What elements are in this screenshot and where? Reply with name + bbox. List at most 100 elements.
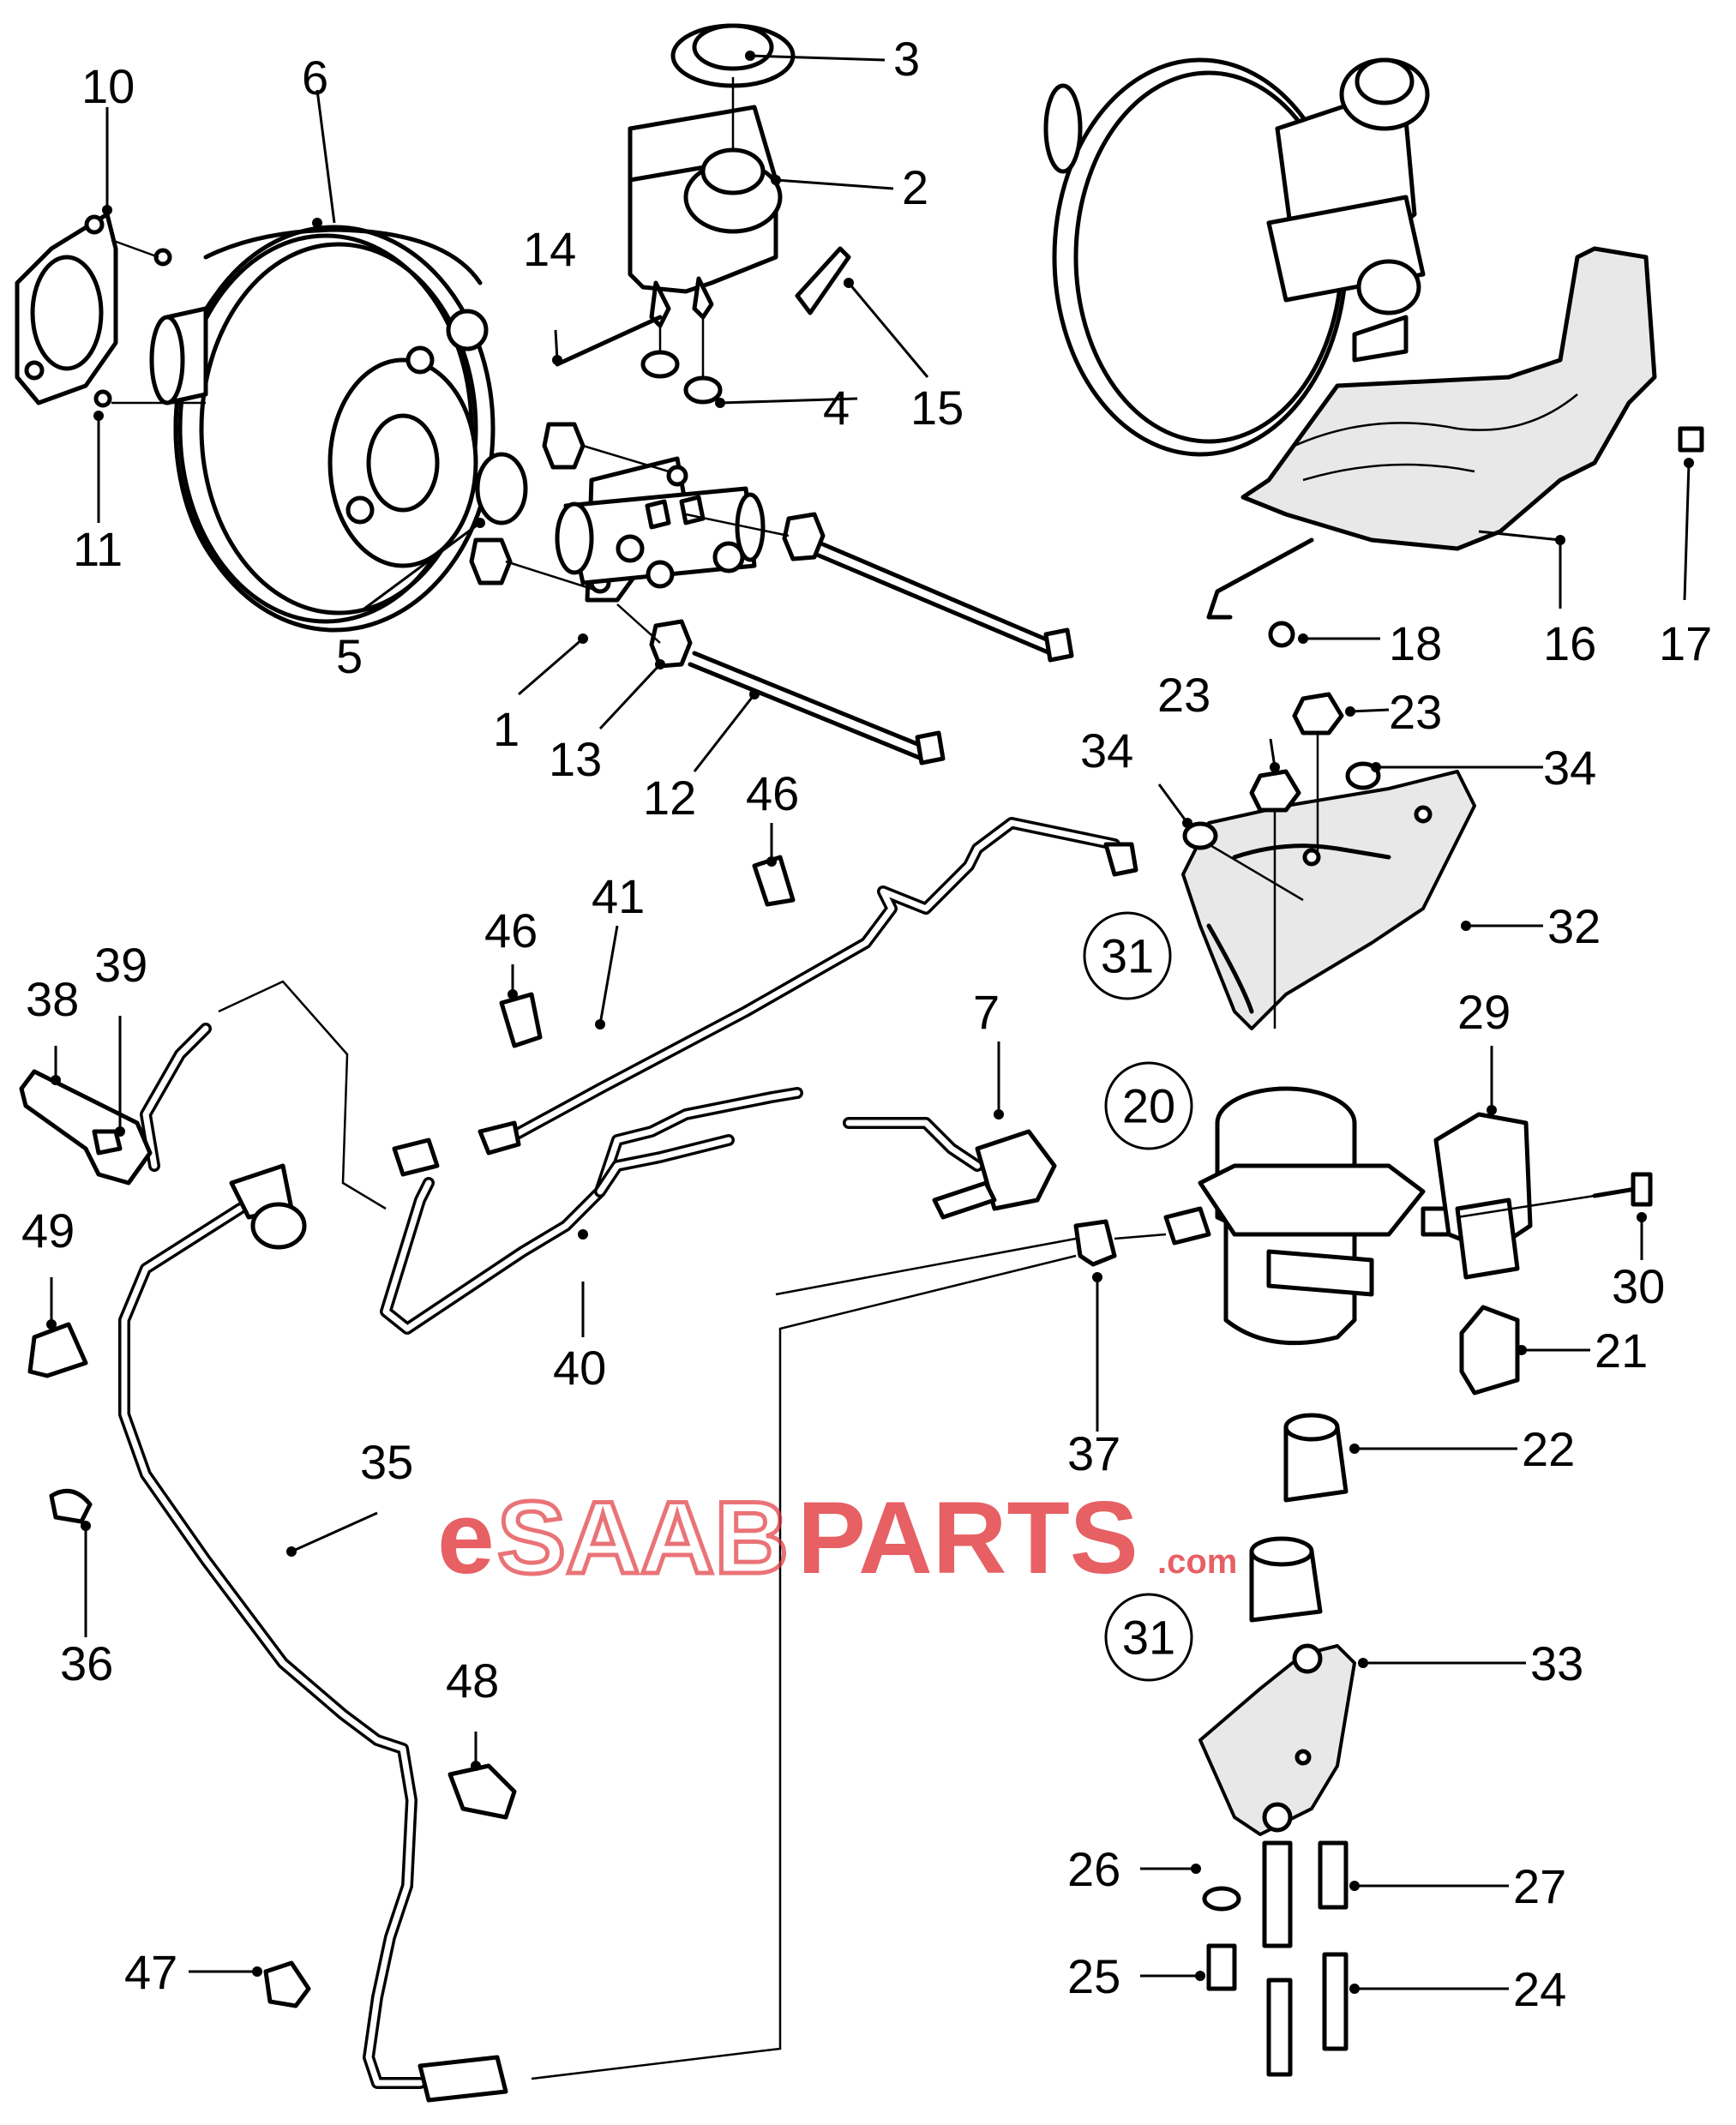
spacer-27	[1318, 1840, 1349, 1910]
watermark-e: e	[437, 1480, 495, 1595]
watermark-com: .com	[1157, 1543, 1237, 1581]
watermark: e SAAB PARTS .com	[437, 1479, 1237, 1598]
check-valve-hose	[843, 1117, 1057, 1220]
grommet-37	[1073, 1219, 1117, 1267]
nut-23b	[1249, 769, 1301, 813]
leader-lines	[46, 51, 1694, 1994]
callout-12: 12	[643, 771, 696, 825]
washer-11b	[93, 389, 112, 408]
callout-24: 24	[1513, 1962, 1566, 2016]
callout-40: 40	[553, 1341, 606, 1395]
nut-23a	[1292, 692, 1344, 735]
rubber-mount-upper	[1283, 1413, 1349, 1503]
relay-29	[1433, 1112, 1533, 1280]
callout-34a: 34	[1543, 741, 1596, 795]
callout-3: 3	[893, 32, 920, 86]
clip-49	[27, 1322, 88, 1378]
callout-16: 16	[1543, 616, 1596, 670]
booster-gasket	[15, 212, 118, 405]
clip-47	[263, 1960, 311, 2008]
callout-14: 14	[523, 222, 576, 276]
nut-13	[649, 619, 693, 669]
callout-6: 6	[302, 51, 328, 105]
callout-11: 11	[73, 522, 123, 576]
callout-32: 32	[1547, 899, 1601, 953]
nut-lower	[469, 537, 513, 585]
callout-4: 4	[823, 381, 850, 435]
callout-38: 38	[26, 972, 79, 1026]
connector-21	[1459, 1305, 1520, 1396]
clip-46b	[499, 992, 543, 1048]
callout-23a: 23	[1389, 685, 1442, 739]
heat-shield	[1206, 246, 1657, 620]
vacuum-pump	[1163, 1086, 1460, 1346]
callout-30: 30	[1612, 1259, 1665, 1313]
screw-24	[1322, 1952, 1349, 2051]
grommet-a	[640, 350, 680, 379]
brake-booster	[149, 225, 496, 633]
callout-2: 2	[902, 160, 928, 214]
circled-31-top: 31	[1101, 929, 1154, 983]
nut-34b	[1345, 761, 1381, 790]
callout-13: 13	[549, 732, 602, 786]
callout-21: 21	[1595, 1324, 1648, 1378]
callout-17: 17	[1659, 616, 1712, 670]
retaining-pin	[555, 315, 663, 367]
seal-ring	[475, 452, 528, 525]
clip-36	[49, 1488, 93, 1524]
watermark-saab: SAAB	[497, 1480, 789, 1595]
callout-39: 39	[94, 938, 147, 992]
callout-26: 26	[1067, 1842, 1120, 1896]
nut-34a	[1182, 821, 1218, 850]
spacer-a	[1262, 1840, 1293, 1948]
brake-fluid-reservoir	[628, 105, 783, 328]
callout-15: 15	[910, 381, 964, 435]
callout-25: 25	[1067, 1949, 1120, 2003]
callout-29: 29	[1457, 985, 1511, 1039]
lower-bracket	[1198, 1643, 1356, 1836]
nut-13a	[782, 512, 826, 561]
callout-47: 47	[124, 1945, 177, 1999]
watermark-parts: PARTS	[797, 1480, 1138, 1595]
callout-22: 22	[1522, 1422, 1575, 1476]
circled-20: 20	[1122, 1079, 1175, 1133]
master-cylinder	[555, 456, 766, 603]
brake-pipes	[380, 817, 1138, 1335]
nut-upper	[542, 422, 586, 470]
assembly-view	[1043, 57, 1430, 457]
grommet-b	[683, 375, 723, 405]
bolts	[688, 542, 1074, 765]
nut-18	[1268, 621, 1295, 648]
level-sensor	[795, 246, 851, 315]
screw-17	[1678, 426, 1704, 453]
callout-37: 37	[1067, 1426, 1120, 1480]
bracket-38	[19, 1069, 153, 1186]
callout-33: 33	[1530, 1636, 1583, 1690]
circled-31-bottom: 31	[1122, 1611, 1175, 1665]
callout-27: 27	[1513, 1859, 1566, 1913]
callout-35: 35	[360, 1435, 413, 1489]
callout-18: 18	[1389, 616, 1442, 670]
callout-7: 7	[973, 985, 1000, 1039]
rubber-mount-lower	[1249, 1536, 1323, 1623]
reservoir-cap	[692, 23, 774, 71]
clip-48	[448, 1763, 517, 1820]
clip-39	[92, 1129, 123, 1156]
circled-labels: 31 20 31	[1083, 911, 1193, 1682]
screw-long	[1266, 1978, 1293, 2077]
callout-1: 1	[493, 702, 520, 756]
vacuum-hose	[118, 1023, 508, 2103]
callout-41: 41	[592, 869, 645, 923]
callout-5: 5	[336, 629, 363, 683]
callout-23b: 23	[1157, 668, 1210, 722]
callout-46b: 46	[484, 903, 538, 957]
screw-25	[1206, 1943, 1237, 1991]
callout-labels: 3 2 4 15 14 6 10 11 5 1 13 12 16 17 18 2…	[21, 32, 1712, 2016]
callout-36: 36	[60, 1636, 113, 1690]
washer-26	[1202, 1886, 1241, 1912]
callout-46a: 46	[746, 766, 799, 820]
callout-34b: 34	[1080, 723, 1133, 777]
pump-bracket	[1181, 770, 1476, 1030]
callout-48: 48	[446, 1654, 499, 1708]
